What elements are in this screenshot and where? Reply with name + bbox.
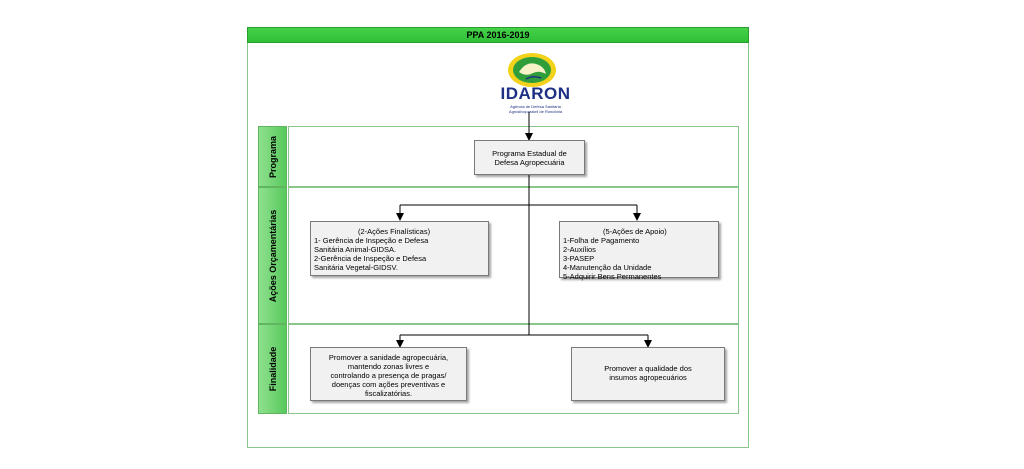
idaron-logo: IDARON Agência de Defesa Sanitária Agros… xyxy=(478,52,593,114)
box-finalidade-qualidade: Promover a qualidade dos insumos agropec… xyxy=(571,347,725,401)
box-apoio-line: 1-Folha de Pagamento xyxy=(563,236,640,245)
box-finalisticas-line: Sanitária Animal-GIDSA. xyxy=(314,245,397,254)
box-finalidade-left-line: Promover a sanidade agropecuária, xyxy=(328,353,449,362)
lane-tab-acoes: Ações Orçamentárias xyxy=(258,187,287,324)
box-finalidade-sanidade: Promover a sanidade agropecuária, manten… xyxy=(310,347,467,401)
box-acoes-finalisticas: (2-Ações Finalísticas) 1- Gerência de In… xyxy=(310,221,489,276)
logo-emblem-icon xyxy=(508,53,556,87)
box-acoes-apoio: (5-Ações de Apoio) 1-Folha de Pagamento … xyxy=(559,221,719,281)
lane-tab-finalidade: Finalidade xyxy=(258,324,287,414)
box-finalisticas-line: Sanitária Vegetal-GIDSV. xyxy=(314,263,398,272)
logo-subtitle-1: Agência de Defesa Sanitária xyxy=(510,104,561,109)
box-finalisticas-line: 1- Gerência de Inspeção e Defesa xyxy=(314,236,429,245)
box-apoio-line: 5-Adquirir Bens Permanentes xyxy=(563,272,662,281)
box-finalidade-left-line: controlando a presença de pragas/ xyxy=(330,371,447,380)
box-finalidade-left-line: fiscalizatórias. xyxy=(364,389,413,398)
box-programa-line: Defesa Agropecuária xyxy=(494,158,565,167)
box-apoio-line: 2-Auxílios xyxy=(563,245,596,254)
box-finalidade-left-line: doenças com ações preventivas e xyxy=(331,380,446,389)
box-programa-line: Programa Estadual de xyxy=(492,149,567,158)
logo-name: IDARON xyxy=(500,84,571,103)
box-finalidade-left-line: mantendo zonas livres e xyxy=(347,362,430,371)
box-apoio-line: 3-PASEP xyxy=(563,254,595,263)
box-programa: Programa Estadual de Defesa Agropecuária xyxy=(474,140,585,175)
lane-tab-programa: Programa xyxy=(258,126,287,187)
ppa-header: PPA 2016-2019 xyxy=(247,27,749,43)
box-finalisticas-line: 2-Gerência de Inspeção e Defesa xyxy=(314,254,427,263)
logo-subtitle-2: Agrosilvopastoril de Rondônia xyxy=(508,109,563,114)
box-finalidade-right-line: Promover a qualidade dos xyxy=(604,364,692,373)
header-title: PPA 2016-2019 xyxy=(466,30,530,40)
box-apoio-line: (5-Ações de Apoio) xyxy=(603,227,667,236)
box-apoio-line: 4-Manutenção da Unidade xyxy=(563,263,652,272)
box-finalisticas-line: (2-Ações Finalísticas) xyxy=(358,227,431,236)
box-finalidade-right-line: insumos agropecuários xyxy=(609,373,687,382)
